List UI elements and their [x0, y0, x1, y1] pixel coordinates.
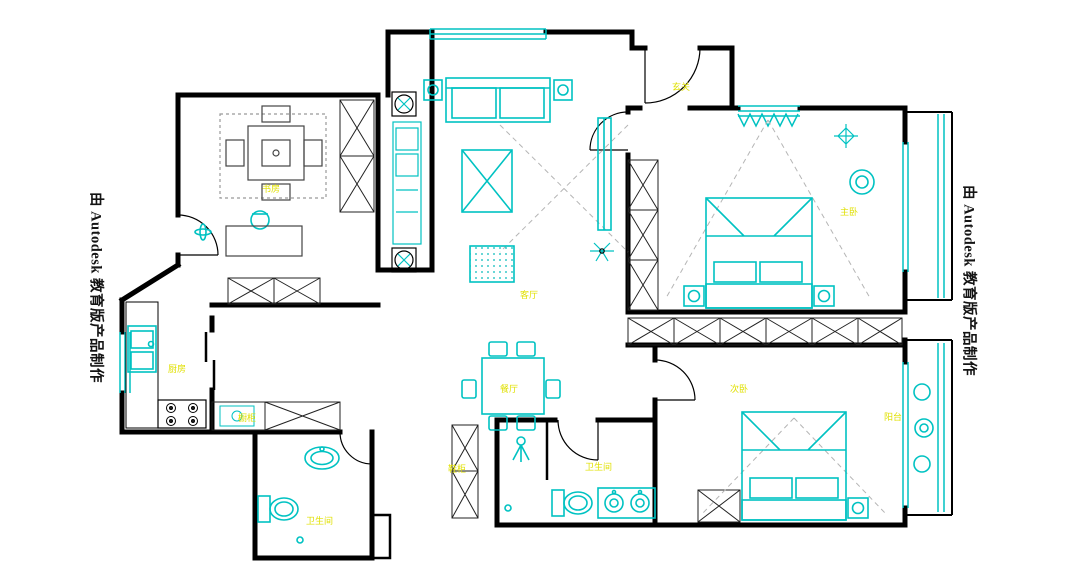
coffee-table [461, 149, 513, 213]
room-label-entry: 玄关 [672, 81, 690, 92]
long-closet [627, 317, 903, 346]
watermark-left: 由 Autodesk 教育版产品制作 [87, 191, 104, 384]
second-bedroom-wardrobe [697, 489, 741, 523]
second-bedroom-door [654, 359, 696, 401]
kitchen-fixtures [125, 301, 207, 429]
dashed-guides [499, 119, 887, 515]
master-window [738, 105, 800, 117]
room-label-study: 书房 [262, 183, 280, 194]
room-label-shoe-cabinet: 鞋柜 [448, 463, 466, 474]
room-label-dining: 餐厅 [500, 383, 518, 394]
kitchen-window [119, 332, 131, 393]
room-label-balcony: 阳台 [884, 411, 902, 422]
master-balcony-door [902, 142, 909, 272]
bathroom2-door [339, 431, 373, 465]
living-window [429, 28, 547, 40]
bathroom-door [557, 419, 599, 461]
interior-walls [204, 111, 953, 560]
balcony2-glazing [937, 343, 945, 512]
furniture [125, 77, 934, 544]
room-label-second-bedroom: 次卧 [730, 383, 748, 394]
display-niche [391, 91, 422, 273]
study-rug [219, 113, 327, 199]
master-ceiling-light [834, 124, 858, 148]
second-balcony-door [902, 362, 909, 508]
study-desk-chair [194, 210, 270, 241]
balcony-table-chairs [913, 383, 934, 473]
bathroom-fixtures [504, 436, 656, 519]
master-bed [683, 197, 835, 309]
hall-shoe-cabinet [451, 424, 479, 519]
master-wardrobe [627, 159, 659, 311]
room-label-cabinet: 橱柜 [238, 412, 256, 423]
room-label-master-bedroom: 主卧 [840, 206, 858, 217]
balcony-outline [905, 111, 953, 516]
study-table-set [219, 105, 327, 257]
closets [211, 99, 903, 523]
hall-screen [597, 117, 612, 231]
room-label-bathroom-second: 卫生间 [306, 515, 333, 526]
study-desk [225, 225, 303, 257]
master-armchair [849, 169, 875, 195]
dining-set [461, 341, 561, 431]
master-door [589, 111, 629, 151]
study-low-cabinet [227, 277, 321, 305]
curtain-symbol [737, 112, 799, 128]
doors [177, 47, 701, 465]
watermark-right: 由 Autodesk 教育版产品制作 [960, 184, 977, 377]
balcony1-glazing [937, 114, 945, 298]
living-sofa [423, 77, 573, 123]
windows [119, 28, 945, 512]
second-bed [741, 411, 869, 521]
kitchen-sliding-door [204, 332, 216, 390]
dotted-rug [469, 245, 515, 283]
corridor-counter [211, 401, 341, 431]
hall-plant [590, 242, 614, 262]
room-label-bathroom-main: 卫生间 [585, 461, 612, 472]
room-label-living: 客厅 [520, 289, 538, 300]
entry-door [644, 47, 701, 104]
room-label-kitchen: 厨房 [168, 363, 186, 374]
room-labels: 书房 客厅 玄关 主卧 厨房 橱柜 餐厅 卫生间 卫生间 次卧 阳台 鞋柜 [168, 81, 902, 526]
study-wardrobe [339, 99, 375, 213]
bathroom2-fixtures [257, 446, 340, 544]
